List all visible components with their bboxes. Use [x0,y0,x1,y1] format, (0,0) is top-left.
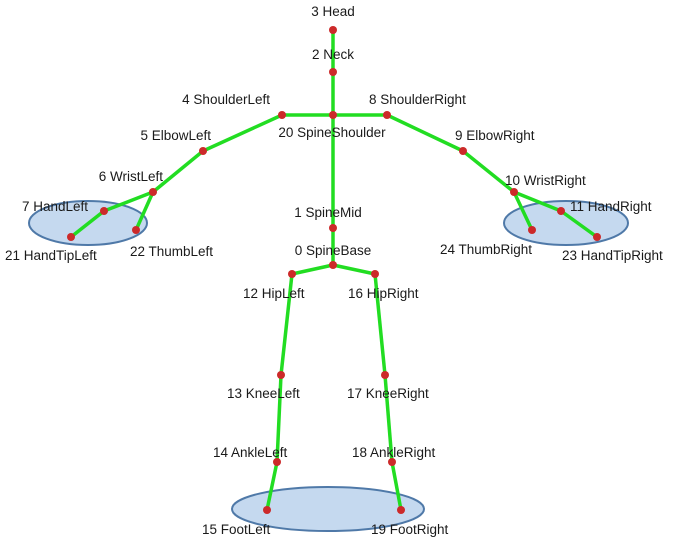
joint-label-kneeleft: 13 KneeLeft [227,386,300,401]
joint-kneeright [381,371,389,379]
joint-elbowright [459,147,467,155]
bone-hipleft-kneeleft [279,272,294,377]
joint-label-handleft: 7 HandLeft [22,199,88,214]
joint-head [329,26,337,34]
joint-labels: 0 SpineBase 1 SpineMid 2 Neck 3 Head 4 Shoul… [5,4,663,537]
bone-elbowleft-wristleft [151,149,205,194]
joint-label-footleft: 15 FootLeft [202,522,271,537]
joint-thumbright [528,226,536,234]
bone-spinebase-hipright [331,263,377,276]
joint-label-neck: 2 Neck [312,47,354,62]
joint-shoulderright [383,111,391,119]
joint-ankleright [388,458,396,466]
bone-wristleft-handleft [102,190,155,213]
joint-spinemid [329,224,337,232]
joint-label-hipleft: 12 HipLeft [243,286,305,301]
joint-label-spinebase: 0 SpineBase [295,243,372,258]
joint-label-spineshoulder: 20 SpineShoulder [278,125,386,140]
joint-hipleft [288,270,296,278]
joint-label-handtipright: 23 HandTipRight [562,248,663,263]
joint-label-ankleleft: 14 AnkleLeft [213,445,288,460]
bone-handleft-handtipleft [69,209,106,239]
joint-label-spinemid: 1 SpineMid [294,205,362,220]
joint-footright [397,506,405,514]
joint-label-shoulderleft: 4 ShoulderLeft [182,92,270,107]
bone-wristleft-thumbleft [134,190,155,232]
joint-handtipright [593,233,601,241]
joint-label-head: 3 Head [311,4,355,19]
joint-label-thumbright: 24 ThumbRight [440,242,532,257]
joint-handleft [100,207,108,215]
joint-handtipleft [67,233,75,241]
joint-label-hipright: 16 HipRight [348,286,419,301]
bone-ankleleft-footleft [265,460,279,512]
feet-region [231,486,425,532]
joint-label-wristleft: 6 WristLeft [99,169,164,184]
bone-elbowright-wristright [461,149,516,194]
joint-wristleft [149,188,157,196]
joint-spineshoulder [329,111,337,119]
joint-hipright [371,270,379,278]
bone-hipright-kneeright [373,272,387,377]
bone-kneeright-ankleright [383,373,394,464]
bone-kneeleft-ankleleft [275,373,283,464]
bone-shoulderright-elbowright [385,113,465,153]
skeleton-bones [69,28,599,512]
joint-label-elbowright: 9 ElbowRight [455,128,535,143]
bone-wristright-handright [512,190,563,213]
joint-handright [557,207,565,215]
bone-shoulderleft-elbowleft [201,113,284,153]
joint-label-footright: 19 FootRight [371,522,449,537]
joint-label-wristright: 10 WristRight [505,173,586,188]
joint-kneeleft [277,371,285,379]
joint-elbowleft [199,147,207,155]
joint-wristright [510,188,518,196]
bone-wristright-thumbright [512,190,534,232]
joint-shoulderleft [278,111,286,119]
joint-label-kneeright: 17 KneeRight [347,386,429,401]
joint-thumbleft [132,226,140,234]
joint-label-thumbleft: 22 ThumbLeft [130,244,213,259]
bone-spinebase-hipleft [290,263,335,276]
skeleton-joints [67,26,601,514]
joint-label-shoulderright: 8 ShoulderRight [369,92,466,107]
joint-spinebase [329,261,337,269]
joint-ankleleft [273,458,281,466]
joint-label-ankleright: 18 AnkleRight [352,445,436,460]
joint-footleft [263,506,271,514]
joint-label-elbowleft: 5 ElbowLeft [140,128,211,143]
bone-handright-handtipright [559,209,599,239]
joint-label-handtipleft: 21 HandTipLeft [5,248,97,263]
bone-ankleright-footright [390,460,403,512]
joint-label-handright: 11 HandRight [570,199,652,214]
joint-neck [329,68,337,76]
